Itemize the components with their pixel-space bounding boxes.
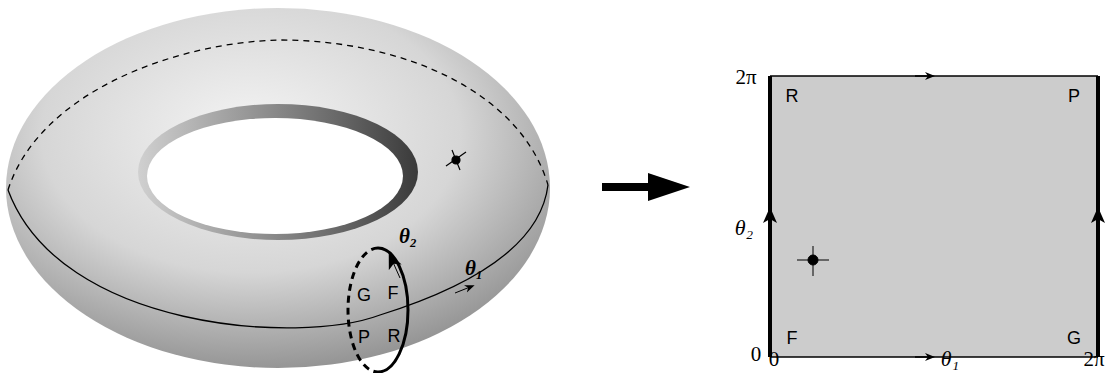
square-left: [768, 76, 772, 357]
meridian-front: [378, 248, 408, 372]
torus-body: [6, 8, 550, 368]
square-right: [1096, 76, 1100, 357]
square-point: [797, 246, 829, 276]
axis-label: θ₂: [735, 217, 753, 239]
bottom-arrow: [915, 356, 930, 358]
angle-label: θ₂: [399, 226, 417, 247]
corner-label: F: [787, 329, 798, 347]
equator-front: [8, 185, 548, 328]
unit-square: [770, 76, 1098, 357]
mapping-arrow: [602, 173, 690, 201]
corner-label: G: [1067, 329, 1081, 347]
axis-value: 0: [751, 344, 762, 365]
point-label: R: [388, 327, 401, 345]
axis-label: θ₁: [941, 348, 959, 370]
square-top: [770, 75, 1098, 77]
point-label: P: [358, 328, 370, 346]
corner-label: P: [1068, 87, 1080, 105]
corner-label: R: [786, 87, 799, 105]
left-arrow: [769, 215, 771, 235]
right-arrow: [1097, 215, 1099, 235]
square-bottom: [770, 356, 1098, 358]
theta1-arrow: [455, 287, 470, 293]
equator-back: [8, 40, 548, 190]
axis-value: 2π: [1083, 349, 1104, 370]
meridian-back: [348, 248, 378, 372]
theta2-arrow: [392, 260, 400, 278]
angle-label: θ₁: [465, 258, 483, 279]
torus-hole: [147, 118, 403, 234]
point-label: F: [388, 284, 399, 302]
point-label: G: [357, 286, 371, 304]
torus-point: [446, 150, 466, 170]
axis-value: 0: [769, 349, 780, 370]
top-arrow: [915, 75, 930, 77]
torus-hole-shadow: [138, 104, 418, 240]
axis-value: 2π: [735, 67, 756, 88]
